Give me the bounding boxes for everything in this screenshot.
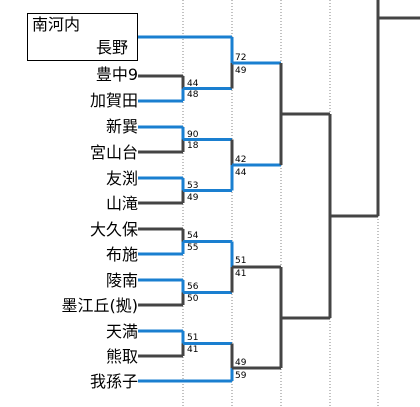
score: 49 (235, 358, 247, 368)
score: 48 (187, 90, 199, 100)
score: 56 (187, 282, 199, 292)
score: 50 (187, 294, 199, 304)
team-kagata: 加賀田 (89, 91, 138, 110)
region-box (27, 13, 138, 61)
team-toyonaka9: 豊中9 (95, 65, 138, 84)
score: 53 (187, 181, 199, 191)
score: 51 (235, 256, 247, 266)
team-shintatsumi: 新巽 (105, 117, 138, 136)
team-tenma: 天満 (105, 322, 138, 341)
score: 44 (187, 79, 199, 89)
team-tomobuchi: 友渕 (105, 169, 138, 188)
score: 59 (235, 371, 247, 381)
team-abiko: 我孫子 (89, 372, 138, 391)
score: 42 (235, 155, 247, 165)
team-nagano: 長野 (96, 38, 129, 57)
score: 18 (187, 141, 199, 151)
team-kumatori: 熊取 (105, 347, 138, 366)
region-name: 南河内 (32, 15, 81, 34)
team-yamataki: 山滝 (105, 194, 138, 213)
score: 41 (187, 345, 199, 355)
score: 55 (187, 243, 199, 253)
score: 72 (235, 53, 247, 63)
score: 41 (235, 269, 247, 279)
score: 49 (235, 66, 247, 76)
score: 90 (187, 130, 199, 140)
score: 54 (187, 231, 199, 241)
team-fuse: 布施 (105, 245, 138, 264)
team-miyayamadai: 宮山台 (89, 143, 138, 162)
team-ryonan: 陵南 (105, 271, 138, 290)
score: 51 (187, 333, 199, 343)
score: 49 (187, 193, 199, 203)
team-okubo: 大久保 (89, 220, 138, 239)
team-suminoeoka: 墨江丘(拠) (61, 296, 139, 315)
score: 44 (235, 168, 247, 178)
